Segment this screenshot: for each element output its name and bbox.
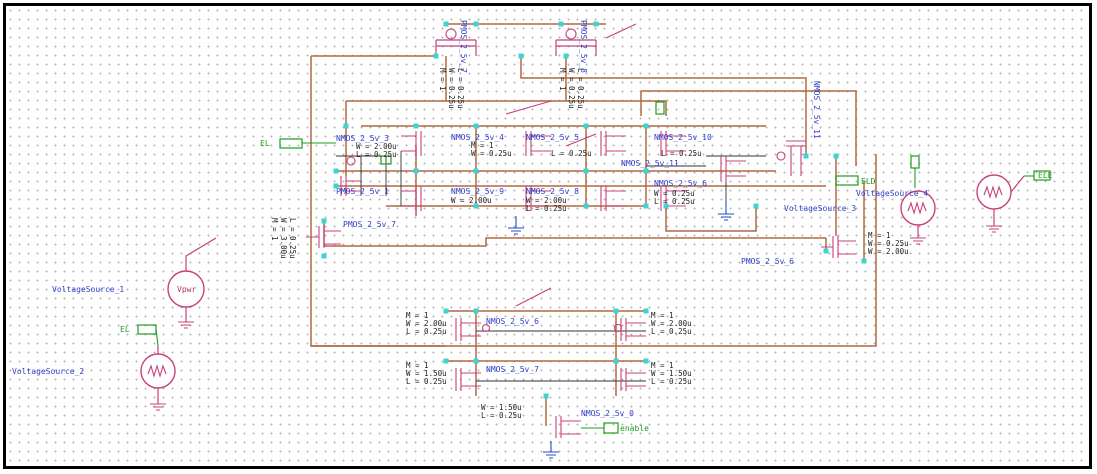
param-l: L = 0.25u (406, 327, 447, 336)
net-label: ELE (1038, 171, 1053, 180)
top-pmos-right[interactable]: PMOS_2_5v_8 M = 1 W = 0.25u L = 0.25u (555, 20, 637, 109)
net-label: EL (260, 139, 270, 148)
param-l: L = 0.25u (406, 377, 447, 386)
param-m: M = 1 (406, 311, 429, 320)
net-flag-ele[interactable]: ELE (1024, 170, 1053, 181)
net-flag-vs3[interactable] (910, 155, 920, 188)
param-l: L = 0.25u (456, 68, 465, 109)
net-label: EL (120, 325, 130, 334)
net-label: ELD (861, 177, 876, 186)
net-flag-eld[interactable]: ELD (835, 175, 876, 186)
param-w: W = 2.00u (868, 247, 909, 256)
device-label: NMOS_2_5v_6 (654, 179, 707, 188)
param-m: M = 1 (438, 68, 447, 91)
left-pmos[interactable]: PMOS_2_5v_7 M = 1 W = 3.00u L = 0.25u (270, 218, 396, 259)
top-pmos-left[interactable]: PMOS_2_5v_7 M = 1 W = 0.25u L = 0.25u (435, 20, 477, 109)
param-w: W = 2.00u (406, 319, 447, 328)
device-label: PMOS_2_5v_8 (579, 20, 588, 73)
device-label: PMOS_2_5v_1 (336, 187, 389, 196)
voltage-source-3[interactable]: VoltageSource_3 (784, 190, 936, 245)
device-label: NMOS_2_5v_8 (526, 187, 579, 196)
voltage-source-1[interactable]: Vpwr VoltageSource_1 (52, 237, 217, 329)
wires (310, 23, 877, 426)
schematic-svg: PMOS_2_5v_7 M = 1 W = 0.25u L = 0.25u PM… (12, 20, 1053, 459)
param-m: M = 1 (270, 218, 279, 241)
source-label: VoltageSource_4 (856, 189, 928, 198)
device-label: NMOS_2_5v_3 (336, 134, 389, 143)
device-label: NMOS_2_5v_10 (654, 133, 712, 142)
param-w: W = 2.00u (651, 319, 692, 328)
source-label: VoltageSource_1 (52, 285, 124, 294)
device-label: PMOS_2_5v_6 (741, 257, 794, 266)
param-w: W = 2.00u (451, 196, 492, 205)
param-l: L = 0.25u (651, 327, 692, 336)
param-m: M = 1 (558, 68, 567, 91)
device-label: PMOS_2_5v_7 (459, 20, 468, 73)
param-m: M = 1 (406, 361, 429, 370)
param-l: L = 0.25u (661, 149, 702, 158)
param-w: W = 0.25u (567, 68, 576, 109)
param-l: L = 0.25u (654, 197, 695, 206)
param-l: L = 0.25u (551, 149, 592, 158)
bottom-block[interactable]: NMOS_2_5v_6 NMOS_2_5v_7 NMOS_2_5v_0 M = … (406, 287, 692, 459)
device-label: NMOS_2_5v_9 (451, 187, 504, 196)
mid-nmos-array[interactable]: NMOS_2_5v_3 NMOS_2_5v_4 NMOS_2_5v_5 NMOS… (333, 100, 759, 235)
device-label: NMOS_2_5v_11 (812, 81, 821, 139)
param-l: L = 0.25u (651, 377, 692, 386)
device-label: NMOS_2_5v_6 (486, 317, 539, 326)
param-w: W = 1.50u (481, 403, 522, 412)
param-w: W = 2.00u (356, 142, 397, 151)
param-m: M = 1 (651, 311, 674, 320)
param-w: W = 3.00u (279, 218, 288, 259)
right-upper-device[interactable]: NMOS_2_5v_11 (776, 81, 839, 176)
param-l: L = 0.25u (526, 204, 567, 213)
voltage-source-2[interactable]: VoltageSource_2 (12, 346, 176, 411)
device-label: NMOS_2_5v_0 (581, 409, 634, 418)
device-label: NMOS_2_5v_5 (526, 133, 579, 142)
param-w: W = 0.25u (868, 239, 909, 248)
voltage-source-4[interactable]: VoltageSource_4 (856, 174, 1025, 233)
param-w: W = 0.25u (654, 189, 695, 198)
schematic-canvas[interactable]: PMOS_2_5v_7 M = 1 W = 0.25u L = 0.25u PM… (3, 3, 1092, 469)
param-l: L = 0.25u (288, 218, 297, 259)
param-w: W = 0.25u (471, 149, 512, 158)
param-w: W = 0.25u (447, 68, 456, 109)
net-flag-el-left[interactable]: EL (120, 324, 159, 347)
right-pmos[interactable]: PMOS_2_5v_6 M = 1 W = 0.25u W = 2.00u (741, 231, 909, 266)
param-l: L = 0.25u (481, 411, 522, 420)
param-m: M = 1 (868, 231, 891, 240)
net-label: enable (620, 424, 649, 433)
param-w: W = 1.50u (406, 369, 447, 378)
device-label: PMOS_2_5v_7 (343, 220, 396, 229)
net-flag-enable[interactable]: enable (581, 422, 649, 434)
source-label: VoltageSource_3 (784, 204, 856, 213)
param-m: M = 1 (471, 141, 494, 150)
device-label: NMOS_2_5v_4 (451, 133, 504, 142)
device-label: NMOS_2_5v_11 (621, 159, 679, 168)
param-w: W = 2.00u (526, 196, 567, 205)
param-l: L = 0.25u (576, 68, 585, 109)
param-m: M = 1 (651, 361, 674, 370)
device-label: NMOS_2_5v_7 (486, 365, 539, 374)
source-symbol: Vpwr (177, 285, 196, 294)
param-w: W = 1.50u (651, 369, 692, 378)
param-l: L = 0.25u (356, 150, 397, 159)
source-label: VoltageSource_2 (12, 367, 84, 376)
net-flag-el-mid[interactable]: EL (260, 138, 336, 149)
